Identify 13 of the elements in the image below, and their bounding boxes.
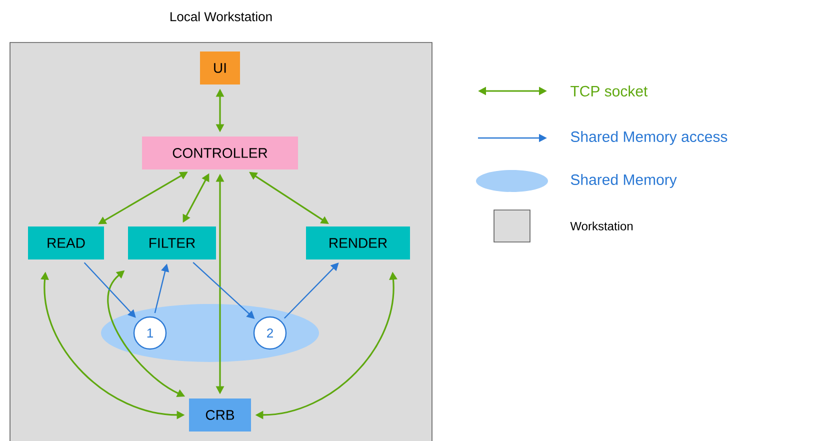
legend-label: Shared Memory access (570, 131, 728, 145)
process-box: CRB (189, 398, 251, 432)
legend-label: TCP socket (570, 85, 648, 96)
legend-label: Shared Memory (570, 174, 677, 188)
process-box: FILTER (128, 226, 216, 260)
process-box: CONTROLLER (142, 136, 298, 170)
process-box: UI (200, 52, 240, 84)
node-label: Local Workstation (170, 12, 272, 22)
arrow (284, 262, 339, 319)
process-box: RENDER (306, 226, 410, 260)
legend-label: Workstation (570, 222, 633, 230)
arrow (84, 262, 136, 318)
process-box: READ (28, 226, 104, 260)
